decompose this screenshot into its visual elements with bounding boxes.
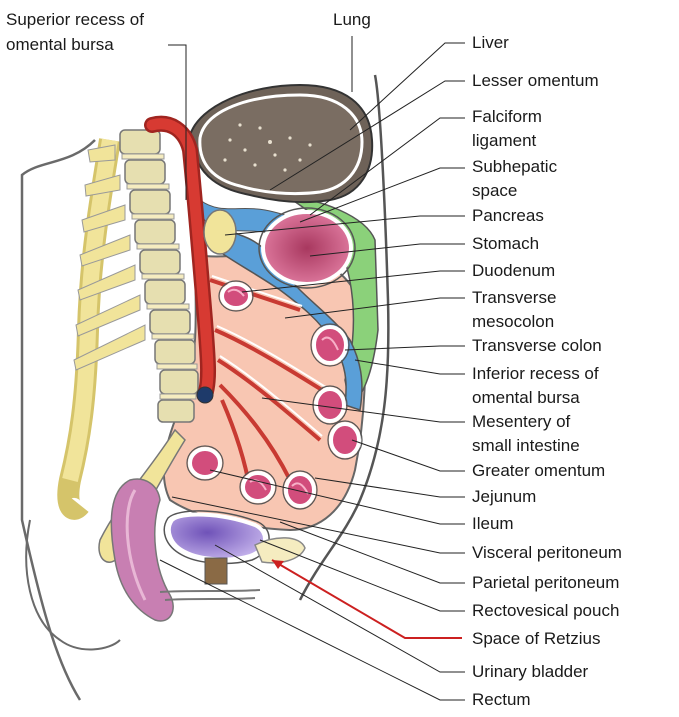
- label-falciform-1: Falciform: [472, 106, 542, 128]
- label-transverse-mesocolon-2: mesocolon: [472, 311, 554, 333]
- label-urinary-bladder: Urinary bladder: [472, 661, 588, 683]
- duodenum: [222, 284, 250, 308]
- stomach: [263, 212, 351, 284]
- label-pancreas: Pancreas: [472, 205, 544, 227]
- label-subhepatic-1: Subhepatic: [472, 156, 557, 178]
- prostate: [205, 558, 227, 584]
- label-superior-recess-2: omental bursa: [6, 34, 114, 56]
- label-ileum: Ileum: [472, 513, 514, 535]
- label-jejunum: Jejunum: [472, 486, 536, 508]
- pubic-bone: [255, 538, 305, 563]
- transverse-colon: [314, 327, 346, 363]
- liver-surface: [200, 95, 362, 194]
- label-mesentery-1: Mesentery of: [472, 411, 570, 433]
- label-falciform-2: ligament: [472, 130, 536, 152]
- label-inferior-recess-2: omental bursa: [472, 387, 580, 409]
- label-liver: Liver: [472, 32, 509, 54]
- label-visceral-peritoneum: Visceral peritoneum: [472, 542, 622, 564]
- label-space-of-retzius: Space of Retzius: [472, 628, 601, 650]
- label-rectum: Rectum: [472, 689, 531, 711]
- jejunum: [243, 473, 273, 501]
- label-transverse-mesocolon-1: Transverse: [472, 287, 556, 309]
- label-duodenum: Duodenum: [472, 260, 555, 282]
- label-inferior-recess-1: Inferior recess of: [472, 363, 599, 385]
- label-superior-recess-1: Superior recess of: [6, 9, 144, 31]
- label-transverse-colon: Transverse colon: [472, 335, 602, 357]
- label-greater-omentum: Greater omentum: [472, 460, 605, 482]
- ileum: [286, 474, 314, 506]
- pancreas: [204, 210, 236, 254]
- label-mesentery-2: small intestine: [472, 435, 580, 457]
- label-lesser-omentum: Lesser omentum: [472, 70, 599, 92]
- label-stomach: Stomach: [472, 233, 539, 255]
- rectum: [111, 479, 173, 621]
- label-parietal-peritoneum: Parietal peritoneum: [472, 572, 619, 594]
- label-rectovesical-pouch: Rectovesical pouch: [472, 600, 619, 622]
- label-lung: Lung: [333, 9, 371, 31]
- label-subhepatic-2: space: [472, 180, 517, 202]
